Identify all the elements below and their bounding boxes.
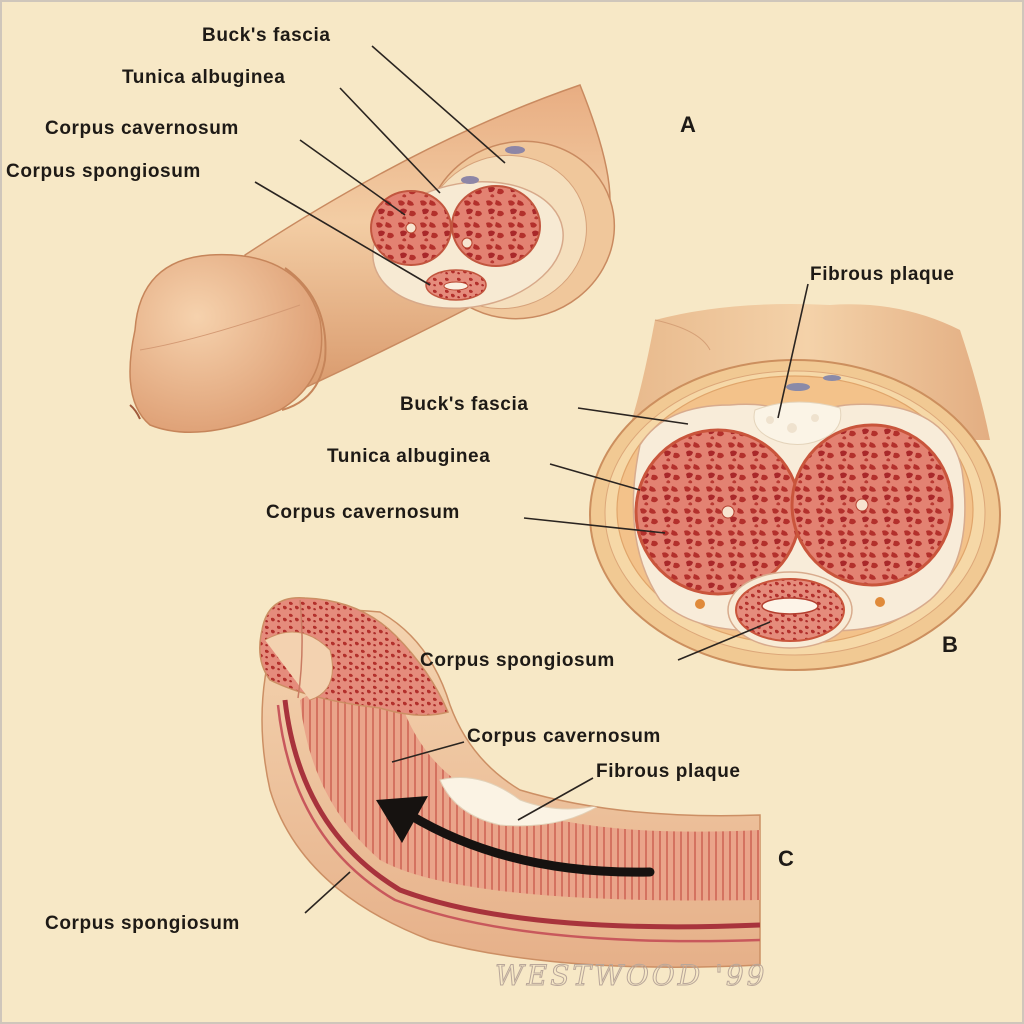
panel-letter-a: A (680, 112, 696, 137)
label-b-corpus-spongiosum: Corpus spongiosum (420, 650, 615, 671)
leader-lines (254, 45, 809, 914)
label-b-corpus-cavernosum: Corpus cavernosum (266, 502, 460, 523)
label-c-corpus-cavernosum: Corpus cavernosum (467, 726, 661, 747)
label-a-corpus-cavernosum: Corpus cavernosum (45, 118, 239, 139)
panel-a-shaft-illustration (129, 84, 616, 433)
panel-letter-c: C (778, 846, 794, 871)
label-c-corpus-spongiosum: Corpus spongiosum (45, 913, 240, 934)
label-a-corpus-spongiosum: Corpus spongiosum (6, 161, 201, 182)
label-b-tunica-albuginea: Tunica albuginea (327, 446, 490, 467)
label-b-fibrous-plaque: Fibrous plaque (810, 264, 955, 285)
panel-letter-b: B (942, 632, 958, 657)
label-a-bucks-fascia: Buck's fascia (202, 25, 331, 46)
artist-signature: WESTWOOD '99 (495, 959, 767, 992)
label-b-bucks-fascia: Buck's fascia (400, 394, 529, 415)
label-c-fibrous-plaque: Fibrous plaque (596, 761, 741, 782)
panel-c-curvature-illustration (259, 597, 761, 968)
panel-b-cross-section-illustration (589, 304, 1001, 671)
label-a-tunica-albuginea: Tunica albuginea (122, 67, 285, 88)
